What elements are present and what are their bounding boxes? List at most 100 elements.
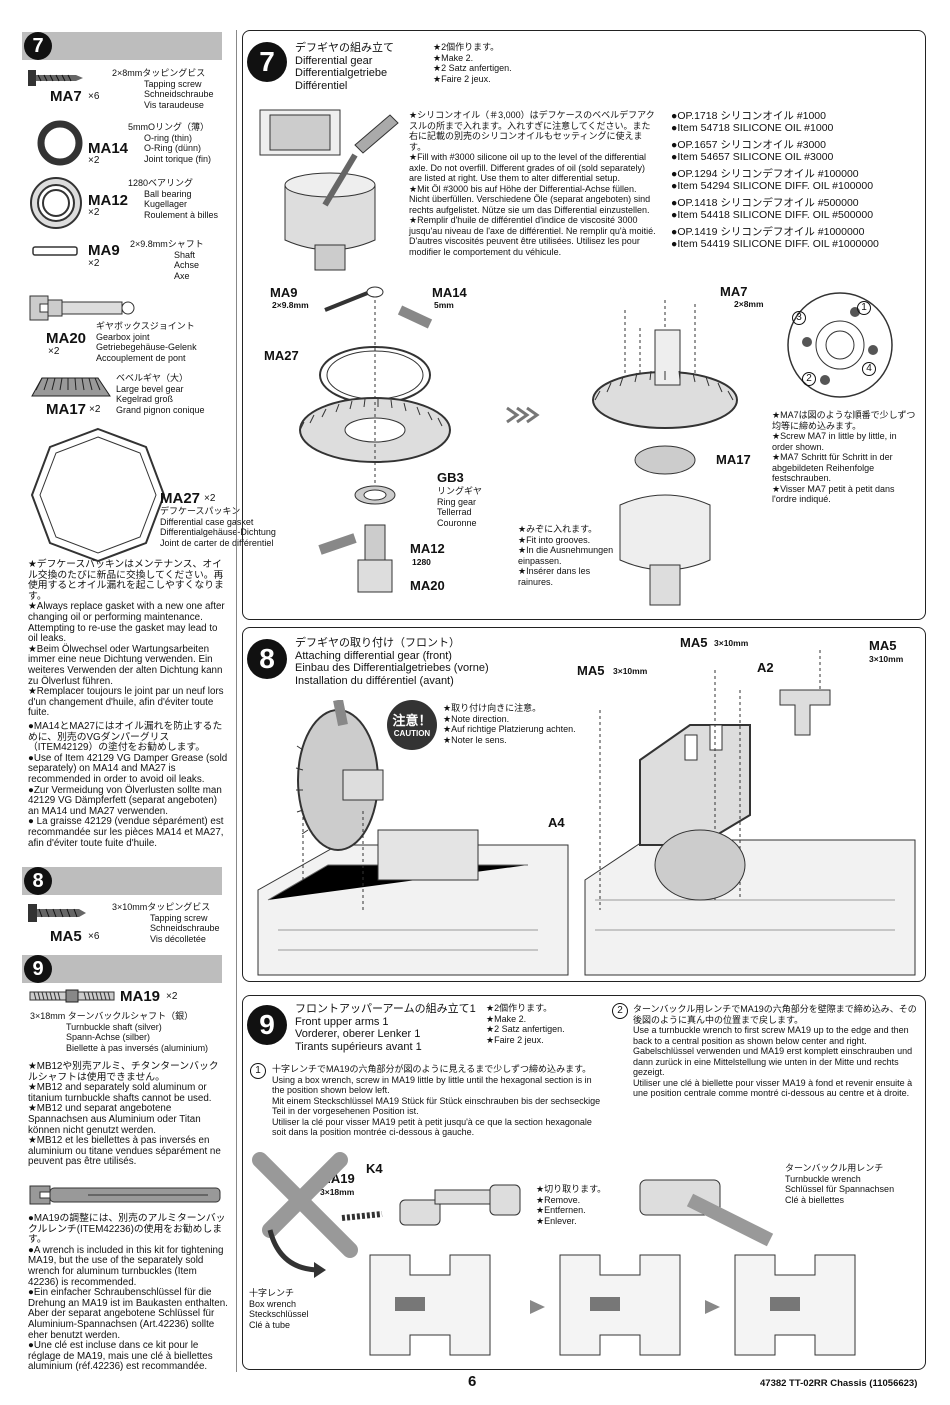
ma14-en: O-ring (thin) xyxy=(144,132,193,143)
mb12-note: ★MB12や別売アルミ、チタンターンバックルシャフトは使用できません。 ★MB1… xyxy=(28,1061,228,1168)
label-ma9-size: 2×9.8mm xyxy=(272,300,309,310)
gb3-jp: リングギヤ xyxy=(437,486,483,496)
substep-2-en: Use a turnbuckle wrench to first screw M… xyxy=(633,1025,909,1046)
step-7-big-number: 7 xyxy=(247,42,287,82)
ma7-qty: ×6 xyxy=(88,91,100,102)
mb12-note-fr: ★MB12 et les biellettes à pas inversés e… xyxy=(28,1135,221,1168)
document-id: 47382 TT-02RR Chassis (11056623) xyxy=(760,1378,918,1389)
ma20-de: Getriebegehäuse-Gelenk xyxy=(96,342,197,352)
step-8-panel xyxy=(242,627,926,982)
wrench-note: ●MA19の調整には、別売のアルミターンバックルレンチ(ITEM42236)の使… xyxy=(28,1213,228,1373)
ma5-jp: タッピングビス xyxy=(147,902,211,912)
ma12-text: 1280ベアリング Ball bearing Kugellager Roulem… xyxy=(128,178,218,220)
step-9-title-jp: フロントアッパーアームの組み立て1 xyxy=(295,1003,476,1015)
chassis-right-illustration xyxy=(584,650,916,976)
step-7-make: ★2個作ります。 ★Make 2. ★2 Satz anfertigen. ★F… xyxy=(433,42,512,84)
ma12-qty: ×2 xyxy=(88,207,100,218)
step-9-make-de: ★2 Satz anfertigen. xyxy=(486,1024,565,1034)
grooves-note-de: ★In die Ausnehmungen einpassen. xyxy=(518,545,614,566)
ma19-jp: ターンバックルシャフト（銀） xyxy=(67,1011,194,1021)
label-ma9: MA9 xyxy=(270,285,298,300)
order-number-1: 1 xyxy=(857,301,871,315)
mb12-note-de: ★MB12 und separat angebotene Spannachsen… xyxy=(28,1103,201,1136)
grooves-note: ★みぞに入れます。 ★Fit into grooves. ★In die Aus… xyxy=(518,524,618,587)
box-wrench-label: 十字レンチ Box wrench Steckschlüssel Clé à tu… xyxy=(249,1288,309,1330)
label-ma19-size: 3×18mm xyxy=(320,1187,355,1197)
gasket-note-jp: ★デフケースパッキンはメンテナンス、オイル交換のたびに新品に交換してください。再… xyxy=(28,559,224,602)
step-9-title-fr: Tirants supérieurs avant 1 xyxy=(295,1040,422,1053)
ma20-text: ギヤボックスジョイント Gearbox joint Getriebegehäus… xyxy=(96,321,197,363)
direction-fr: ★Noter le sens. xyxy=(443,734,507,745)
page-number: 6 xyxy=(468,1373,477,1390)
gasket-note-en: ★Always replace gasket with a new one af… xyxy=(28,601,225,645)
substep-2-de: Gabelschlüssel verwenden und MA19 erst k… xyxy=(633,1046,913,1077)
turnbuckle-wrench-usage-illustration xyxy=(639,1179,774,1247)
ma9-code: MA9 xyxy=(88,242,120,259)
oil-54718: ●Item 54718 SILICONE OIL #1000 xyxy=(671,122,834,134)
label-k4: K4 xyxy=(366,1161,383,1176)
crosswrench-en: Box wrench xyxy=(249,1298,297,1309)
substep-1-text: 十字レンチでMA19の六角部分が図のように見えるまで少しずつ締め込みます。 Us… xyxy=(272,1064,602,1138)
grease-note-jp: ●MA14とMA27にはオイル漏れを防止するために、別売のVGダンパーグリス（I… xyxy=(28,721,223,754)
order-number-4: 4 xyxy=(862,362,876,376)
arrow-right-icon xyxy=(506,406,540,424)
screw-order-en: ★Screw MA7 in little by little, in order… xyxy=(772,431,897,452)
box-wrench-illustration xyxy=(252,1152,358,1278)
label-ma17: MA17 xyxy=(716,452,751,467)
grease-note-fr: ● La graisse 42129 (vendue séparément) e… xyxy=(28,816,224,849)
tbwrench-fr: Clé à biellettes xyxy=(785,1194,845,1205)
ma19-fr: Biellette à pas inversés (aluminium) xyxy=(66,1042,209,1053)
ma19-text: 3×18mm ターンバックルシャフト（銀） Turnbuckle shaft (… xyxy=(30,1011,208,1053)
screw-order-note: ★MA7は図のような順番で少しずつ均等に締め込みます。 ★Screw MA7 i… xyxy=(772,410,917,505)
step-7-title-jp: デフギヤの組み立て xyxy=(295,42,394,54)
ma9-qty: ×2 xyxy=(88,258,100,269)
wrench-note-jp: ●MA19の調整には、別売のアルミターンバックルレンチ(ITEM42236)の使… xyxy=(28,1213,226,1246)
label-ma14: MA14 xyxy=(432,285,467,300)
ma9-text: 2×9.8mmシャフト Shaft Achse Axe xyxy=(130,239,204,281)
turnbuckle-shaft-icon xyxy=(29,989,115,1003)
ma9-size: 2×9.8mm xyxy=(130,239,168,249)
gasket-icon xyxy=(30,427,166,563)
silicone-oil-note: ★シリコンオイル（＃3,000）はデフケースのベベルデフアクスルの所まで入れます… xyxy=(409,110,659,257)
ma7-en: Tapping screw xyxy=(144,78,202,89)
step-7-number: 7 xyxy=(24,32,52,60)
ma19-en: Turnbuckle shaft (silver) xyxy=(66,1021,162,1032)
gb3-text: リングギヤ Ring gear Tellerrad Couronne xyxy=(437,486,482,528)
step-8-number: 8 xyxy=(24,867,52,895)
ma5-size: 3×10mm xyxy=(112,902,148,912)
oil-options-list: ●OP.1718 シリコンオイル #1000 ●Item 54718 SILIC… xyxy=(671,110,879,250)
ma5-text: 3×10mmタッピングビス Tapping screw Schneidschra… xyxy=(112,902,220,944)
grease-note-de: ●Zur Vermeidung von Ölverlusten sollte m… xyxy=(28,784,222,817)
ma14-jp: Oリング（薄） xyxy=(148,122,210,132)
label-ma12-size: 1280 xyxy=(412,557,431,567)
ma19-size: 3×18mm xyxy=(30,1011,66,1021)
grooves-note-jp: ★みぞに入れます。 xyxy=(518,524,598,534)
differential-exploded-illustration xyxy=(299,286,451,593)
step-9-make-en: ★Make 2. xyxy=(486,1013,527,1024)
gasket-note-fr: ★Remplacer toujours le joint par un neuf… xyxy=(28,686,224,719)
ball-bearing-icon xyxy=(30,177,82,229)
crosswrench-de: Steckschlüssel xyxy=(249,1309,309,1319)
oil-op1419: ●OP.1419 シリコンデフオイル #1000000 xyxy=(671,226,865,238)
oil-54418: ●Item 54418 SILICONE DIFF. OIL #500000 xyxy=(671,209,874,221)
ma19-de: Spann-Achse (silber) xyxy=(66,1032,151,1042)
substep-1-jp: 十字レンチでMA19の六角部分が図のように見えるまで少しずつ締め込みます。 xyxy=(272,1064,592,1074)
label-a4: A4 xyxy=(548,815,565,830)
label-ma5-left-size: 3×10mm xyxy=(613,666,648,676)
substep-2-fr: Utiliser une clé à biellette pour visser… xyxy=(633,1077,913,1099)
substep-1-number: 1 xyxy=(250,1063,266,1079)
ma5-en: Tapping screw xyxy=(150,912,208,923)
silicone-oil-note-fr: ★Remplir d'huile de différentiel d'indic… xyxy=(409,215,656,257)
ma14-code: MA14 xyxy=(88,140,129,157)
shaft-icon xyxy=(32,246,78,256)
silicone-oil-note-jp: ★シリコンオイル（＃3,000）はデフケースのベベルデフアクスルの所まで入れます… xyxy=(409,110,655,152)
ma14-fr: Joint torique (fin) xyxy=(144,153,212,164)
oil-op1657: ●OP.1657 シリコンオイル #3000 xyxy=(671,139,826,151)
ma9-jp: シャフト xyxy=(167,239,204,249)
ma12-code: MA12 xyxy=(88,192,129,209)
step-9-title-de: Vorderer, oberer Lenker 1 xyxy=(295,1028,421,1040)
label-ma5-middle-size: 3×10mm xyxy=(714,638,749,648)
ma19-code: MA19 xyxy=(120,988,161,1005)
oil-op1718: ●OP.1718 シリコンオイル #1000 xyxy=(671,110,826,122)
substep-1-fr: Utiliser la clé pour visser MA19 petit à… xyxy=(272,1116,592,1138)
